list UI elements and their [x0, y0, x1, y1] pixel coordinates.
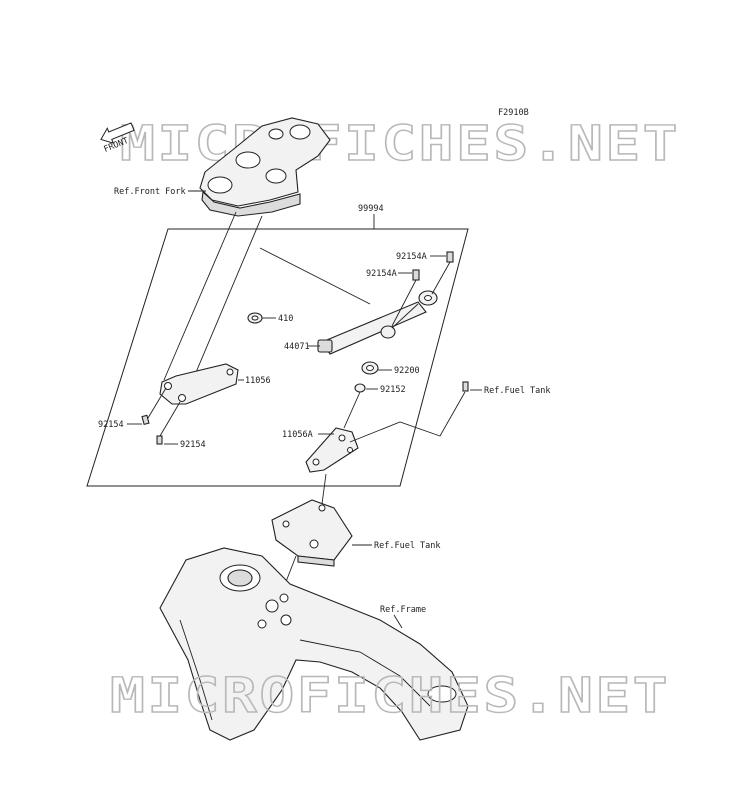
callout-92200: 92200 [394, 366, 420, 376]
bolt-92154-left-part [141, 414, 150, 426]
collar-92152-part [354, 383, 366, 393]
callout-92152: 92152 [380, 385, 406, 395]
callout-kit-99994: 99994 [358, 204, 384, 214]
steering-damper-44071-part [317, 290, 438, 355]
callout-92154A-mid: 92154A [366, 269, 397, 279]
callout-ref-fuel-tank-right: Ref.Fuel Tank [484, 386, 551, 396]
figure-code: F2910B [498, 108, 529, 118]
bolt-fuel-tank-ref-part [462, 381, 469, 392]
callout-44071: 44071 [284, 342, 310, 352]
callout-ref-frame: Ref.Frame [380, 605, 426, 615]
bolt-92154A-top-part [446, 251, 454, 263]
callout-92154-left: 92154 [98, 420, 124, 430]
bolt-92154A-mid-part [412, 269, 420, 281]
callout-92154-bottom: 92154 [180, 440, 206, 450]
callout-11056: 11056 [245, 376, 271, 386]
front-arrow-icon [100, 122, 135, 144]
ref-fuel-tank-right-text: Ref.Fuel Tank [484, 386, 551, 396]
kit-outline [86, 228, 469, 487]
watermark-top: MICROFICHES.NET [120, 116, 680, 172]
callout-410: 410 [278, 314, 293, 324]
watermark-bottom: MICROFICHES.NET [110, 668, 670, 724]
callout-92154A-top: 92154A [396, 252, 427, 262]
tank-mount-bracket-part [271, 499, 353, 567]
callout-ref-fuel-tank-mid: Ref.Fuel Tank [374, 541, 441, 551]
bracket-11056-part [159, 363, 239, 405]
frame-part [159, 547, 469, 741]
bracket-11056A-part [305, 427, 359, 473]
callout-11056A: 11056A [282, 430, 313, 440]
callout-ref-front-fork: Ref.Front Fork [114, 187, 186, 197]
top-yoke-part [199, 117, 331, 217]
bolt-92154-bottom-part [156, 435, 163, 445]
